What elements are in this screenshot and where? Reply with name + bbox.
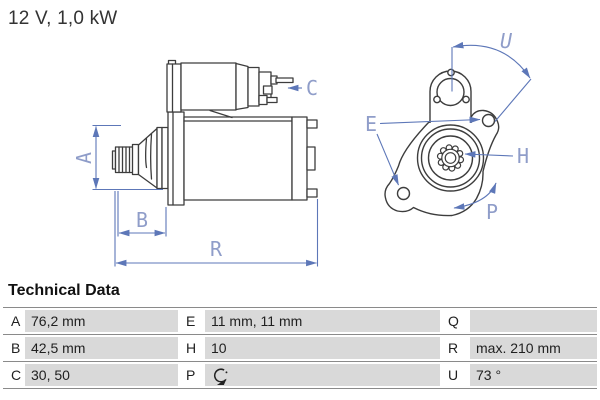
spec-value-q — [470, 310, 597, 332]
page-title: 12 V, 1,0 kW — [8, 8, 118, 29]
dim-label-U: U — [500, 29, 513, 53]
spec-key-r: R — [440, 337, 470, 359]
pinion-gear-front-icon — [436, 144, 465, 172]
dim-label-R: R — [210, 237, 223, 261]
spec-value-a: 76,2 mm — [25, 310, 178, 332]
spec-key-b: B — [3, 337, 25, 359]
dim-label-A: A — [72, 152, 96, 164]
side-view-dimensions — [92, 84, 319, 267]
spec-value-e: 11 mm, 11 mm — [205, 310, 440, 332]
starter-front-view-icon — [384, 68, 500, 217]
spec-value-u: 73 ° — [470, 364, 597, 386]
spec-key-p: P — [178, 364, 205, 386]
table-row: B 42,5 mm H 10 R max. 210 mm — [3, 334, 597, 361]
front-view-dimensions — [376, 41, 532, 210]
technical-data-title: Technical Data — [8, 282, 120, 299]
dim-label-C: C — [306, 76, 318, 100]
technical-drawing: A B R C — [72, 29, 532, 267]
spec-value-r: max. 210 mm — [470, 337, 597, 359]
dim-label-H: H — [517, 144, 529, 168]
technical-data-table: A 76,2 mm E 11 mm, 11 mm Q B 42,5 mm H 1… — [3, 307, 597, 389]
table-row: A 76,2 mm E 11 mm, 11 mm Q — [3, 307, 597, 334]
starter-side-view-icon — [111, 59, 318, 206]
spec-key-c: C — [3, 364, 25, 386]
spec-value-b: 42,5 mm — [25, 337, 178, 359]
technical-data-section: Technical Data A 76,2 mm E 11 mm, 11 mm … — [3, 281, 597, 389]
rotation-cw-icon — [214, 368, 228, 385]
spec-key-h: H — [178, 337, 205, 359]
spec-key-q: Q — [440, 310, 470, 332]
spec-value-h: 10 — [205, 337, 440, 359]
spec-key-u: U — [440, 364, 470, 386]
spec-key-e: E — [178, 310, 205, 332]
dim-label-E: E — [365, 112, 377, 136]
spec-key-a: A — [3, 310, 25, 332]
spec-value-c: 30, 50 — [25, 364, 178, 386]
table-row: C 30, 50 P U 73 ° — [3, 361, 597, 388]
dim-label-B: B — [136, 208, 148, 232]
dim-label-P: P — [486, 200, 498, 224]
spec-value-p — [205, 364, 440, 386]
